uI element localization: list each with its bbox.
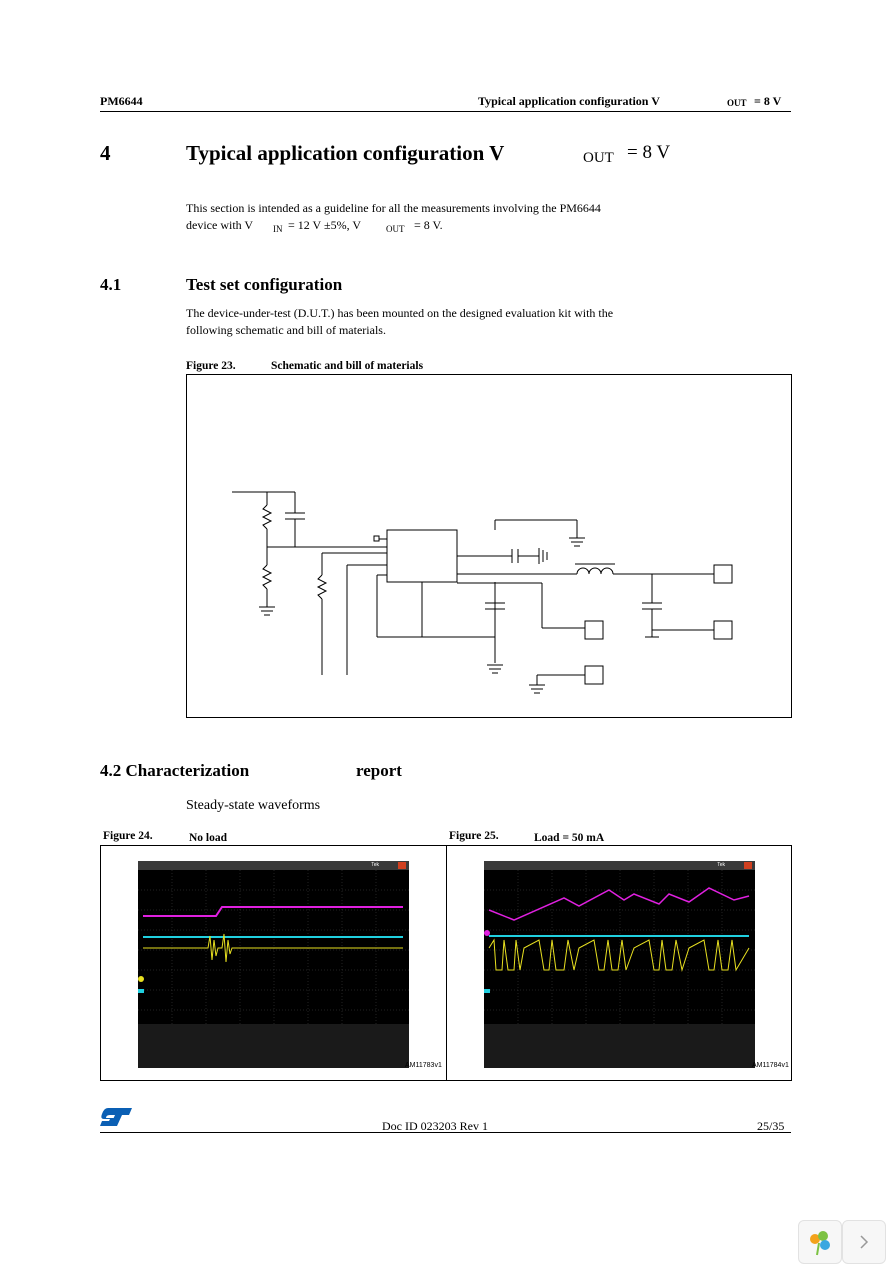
- header-title-text: Typical application configuration V: [478, 94, 660, 108]
- section-number: 4: [100, 141, 111, 165]
- intro-vin-value: = 12 V ±5%, V: [288, 218, 362, 232]
- figure23-label: Figure 23.: [186, 360, 236, 372]
- test-text-line-2: following schematic and bill of material…: [186, 323, 386, 337]
- figure24-close-icon: [398, 862, 406, 869]
- figure24-window-controls: [384, 862, 406, 869]
- header-rule: [100, 111, 791, 112]
- header-title-value: = 8 V: [754, 94, 782, 108]
- intro-vin-label: device with V: [186, 218, 254, 232]
- header-product: PM6644: [100, 94, 143, 108]
- footer-page-number: 25/35: [757, 1119, 785, 1133]
- figure25-frame: Tek AM11784v1: [446, 845, 792, 1081]
- figure24-measurement-panel: [138, 1024, 409, 1068]
- schematic-frame: [186, 374, 792, 718]
- steady-state-heading: Steady-state waveforms: [186, 798, 321, 813]
- figure25-caption: Load = 50 mA: [534, 832, 605, 844]
- flower-logo-icon: [810, 1231, 830, 1256]
- figure25-label: Figure 25.: [449, 830, 499, 842]
- char-section-title-word: report: [356, 761, 402, 780]
- figure25-measurement-panel: [484, 1024, 755, 1068]
- intro-sub-in: IN: [273, 224, 283, 234]
- section-title-value: = 8 V: [627, 142, 671, 163]
- figure25-close-icon: [744, 862, 752, 869]
- viewer-logo-button[interactable]: [798, 1220, 842, 1264]
- subsection-title: Test set configuration: [186, 275, 343, 294]
- figure24-brand: Tek: [371, 862, 379, 868]
- section-title: Typical application configuration V: [186, 141, 505, 165]
- figure23-caption: Schematic and bill of materials: [271, 360, 424, 372]
- figure25-waveforms: [484, 870, 755, 1033]
- figure24-menu-bar: Tek: [138, 861, 409, 870]
- intro-line-1: This section is intended as a guideline …: [186, 201, 601, 215]
- intro-sub-out: OUT: [386, 224, 405, 234]
- figure24-caption: No load: [189, 832, 228, 844]
- schematic-diagram: [232, 491, 733, 694]
- chevron-right-icon: [860, 1235, 869, 1249]
- figure24-label: Figure 24.: [103, 830, 153, 842]
- figure25-code: AM11784v1: [752, 1062, 789, 1069]
- footer-rule: [100, 1132, 791, 1133]
- footer-doc-id: Doc ID 023203 Rev 1: [382, 1119, 488, 1133]
- intro-line-2: device with V: [186, 217, 253, 234]
- next-page-button[interactable]: [842, 1220, 886, 1264]
- figure25-oscilloscope: Tek: [484, 861, 755, 1068]
- figure25-window-controls: [730, 862, 752, 869]
- figure24-code: AM11783v1: [405, 1062, 442, 1069]
- figure24-frame: Tek AM11783v1: [100, 845, 447, 1081]
- test-text-line-1: The device-under-test (D.U.T.) has been …: [186, 306, 614, 320]
- section-title-sub: OUT: [583, 150, 614, 166]
- char-section-title: 4.2 Characterization: [100, 761, 250, 780]
- figure24-waveforms: [138, 870, 409, 1033]
- intro-vout-value: = 8 V.: [414, 218, 443, 232]
- st-logo-icon: [100, 1108, 132, 1126]
- header-section-title: Typical application configuration V: [478, 94, 660, 109]
- figure25-menu-bar: Tek: [484, 861, 755, 870]
- subsection-number: 4.1: [100, 275, 122, 294]
- figure24-oscilloscope: Tek: [138, 861, 409, 1068]
- figure25-brand: Tek: [717, 862, 725, 868]
- header-title-sub: OUT: [727, 98, 747, 108]
